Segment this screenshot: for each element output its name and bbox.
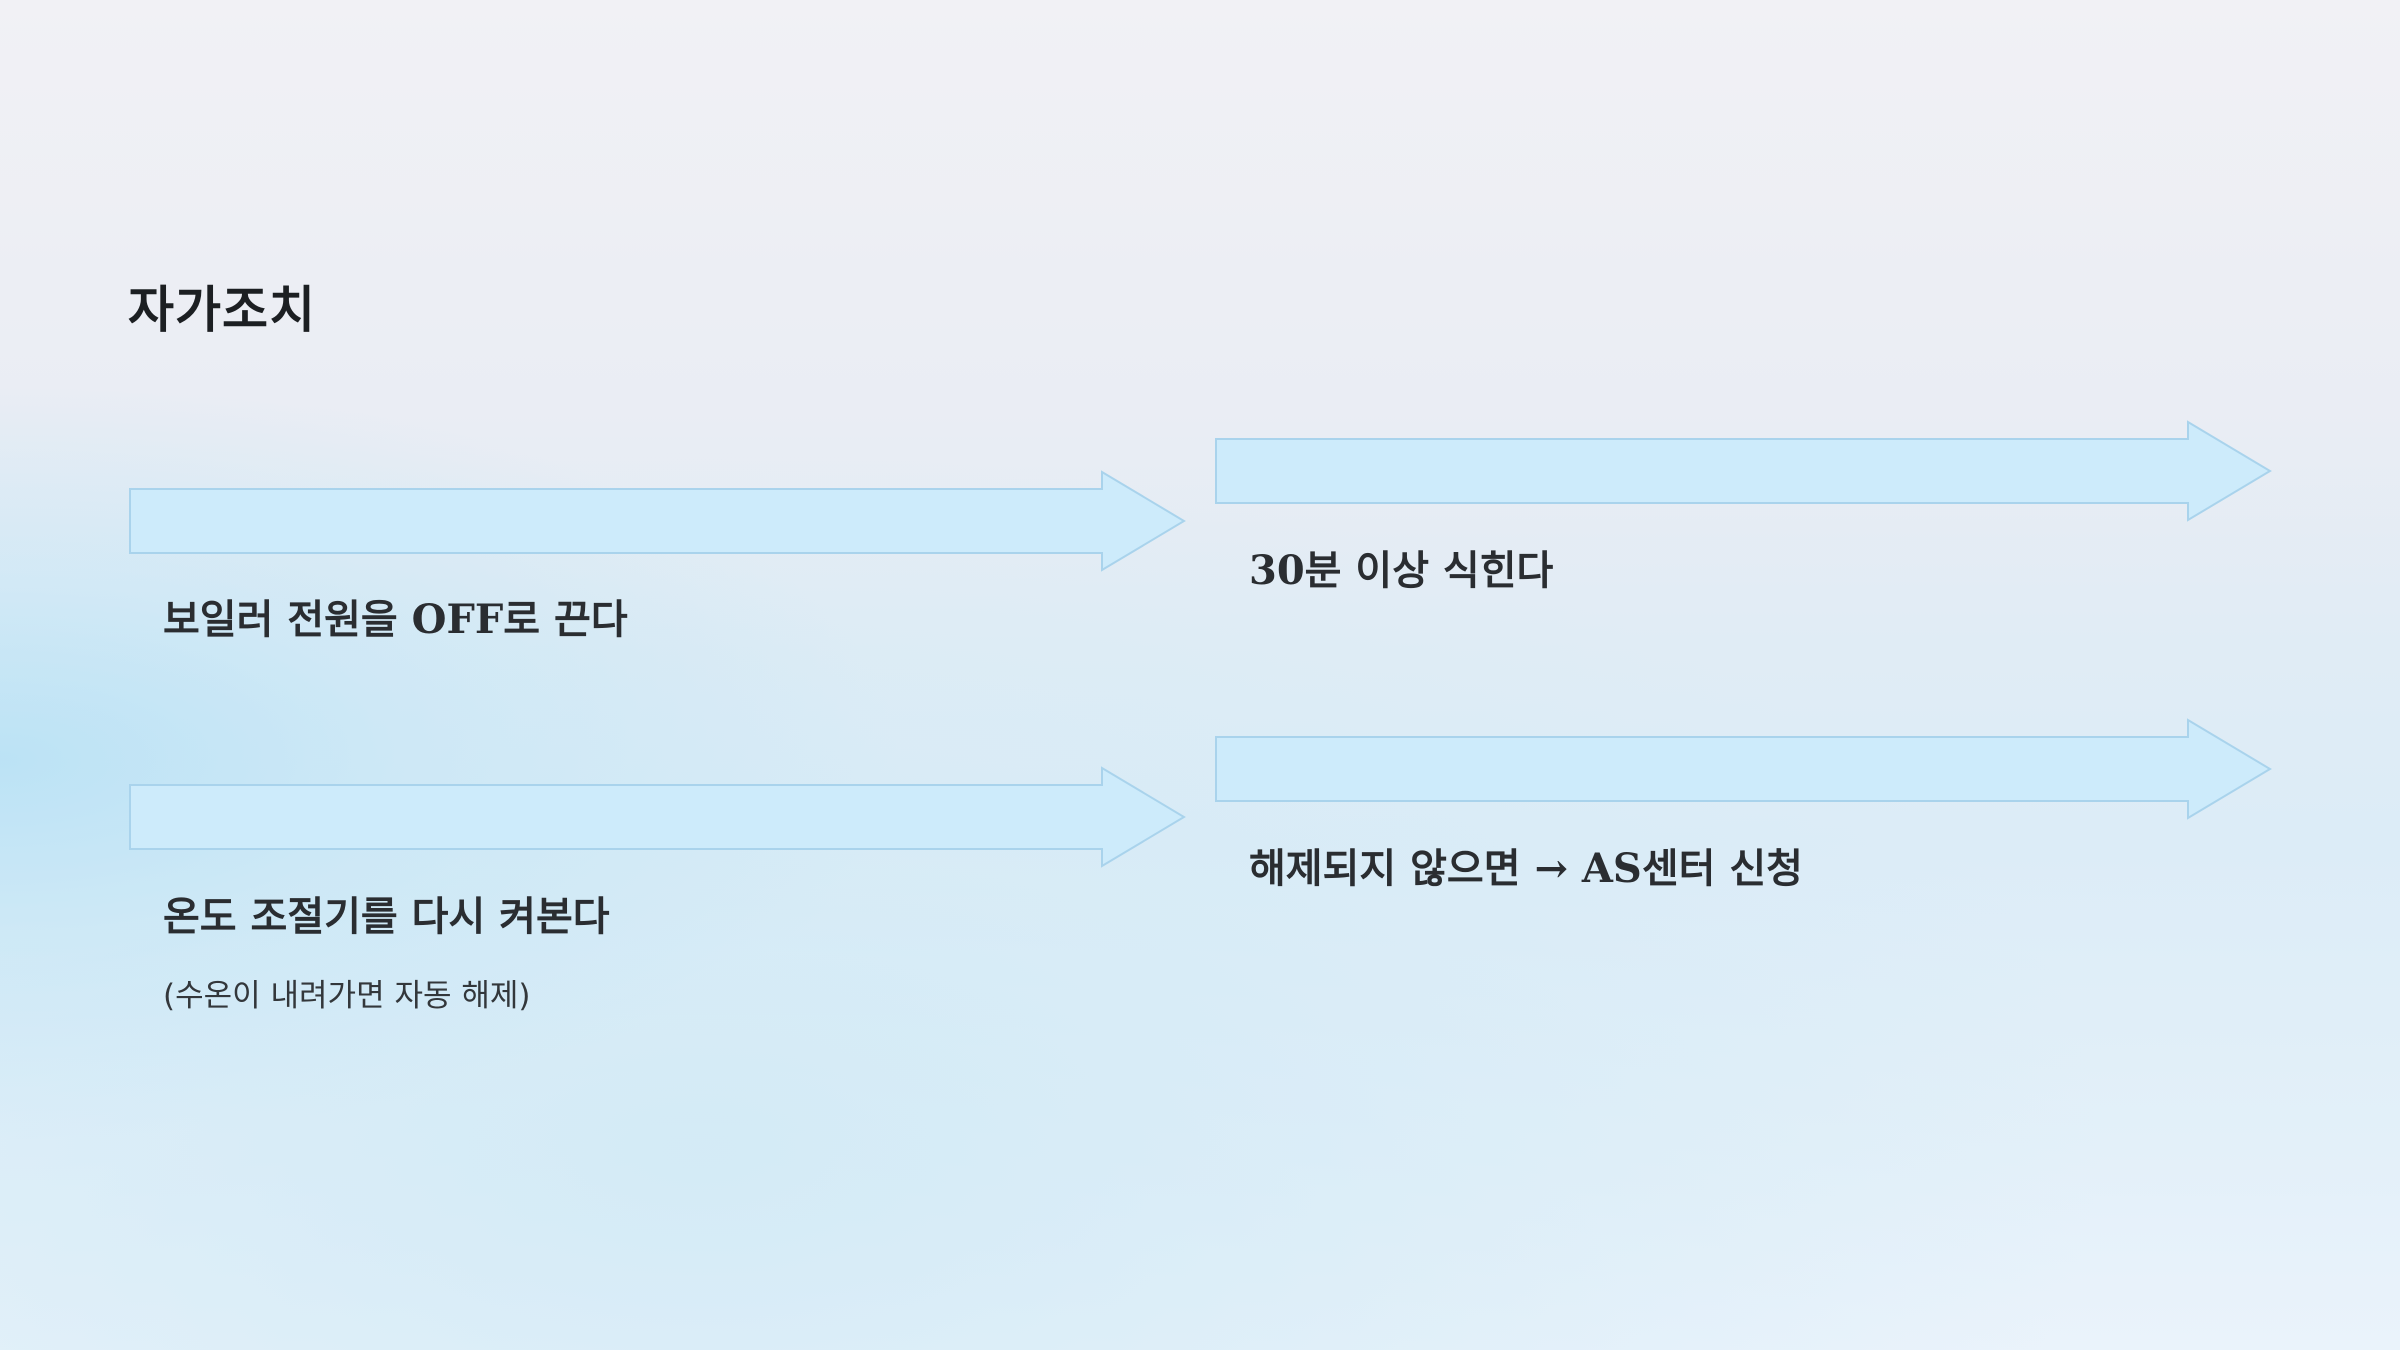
step-1-label: 보일러 전원을 OFF로 끈다	[163, 596, 628, 643]
step-3-note: (수온이 내려가면 자동 해제)	[163, 978, 531, 1014]
step-4-arrow-icon	[1214, 718, 2272, 820]
step-2-arrow-icon	[1214, 420, 2272, 522]
step-3-label: 온도 조절기를 다시 켜본다	[163, 893, 610, 940]
slide-title: 자가조치	[128, 281, 316, 339]
step-4-label: 해제되지 않으면 → AS센터 신청	[1249, 845, 1803, 892]
step-1-arrow-icon	[128, 470, 1186, 572]
step-3-arrow-icon	[128, 766, 1186, 868]
step-2-label: 30분 이상 식힌다	[1249, 547, 1554, 594]
